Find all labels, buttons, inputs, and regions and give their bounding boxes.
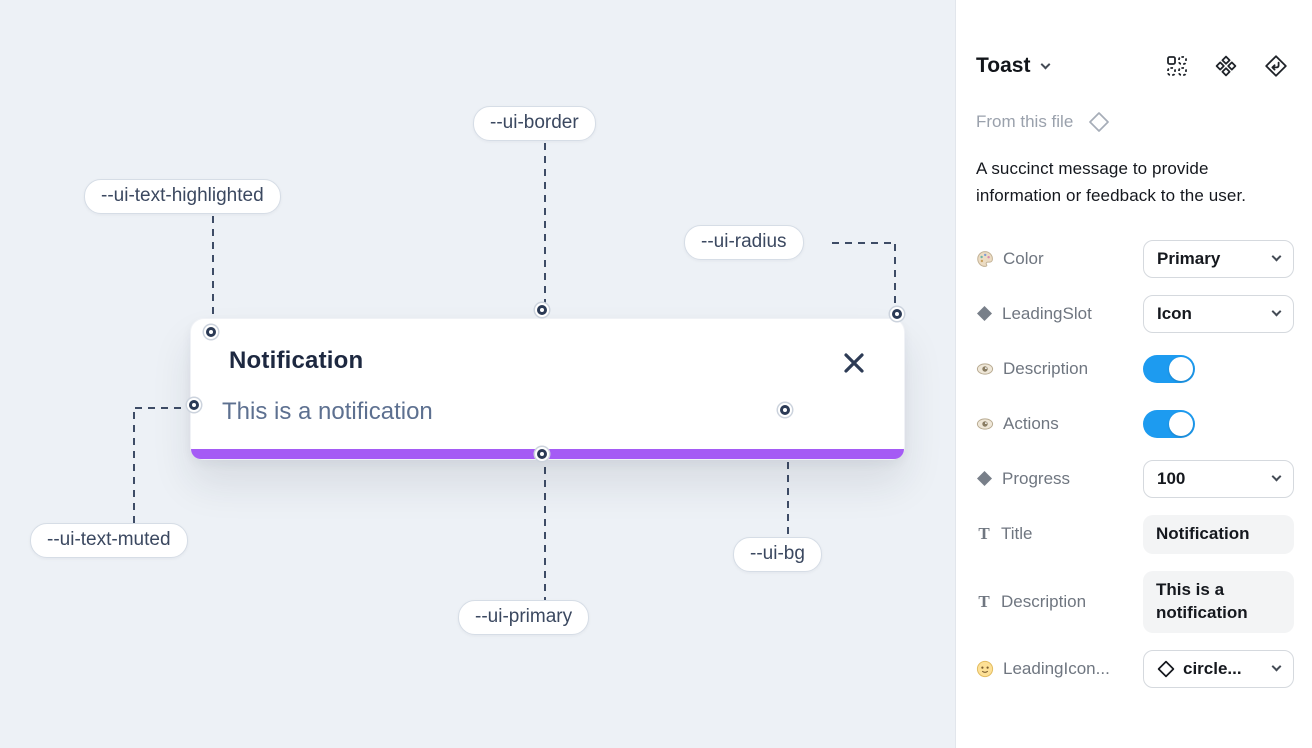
chevron-down-icon: [1271, 306, 1282, 317]
toast-description: This is a notification: [222, 398, 433, 425]
connector-ui-text-highlighted: [212, 216, 214, 326]
text-icon: T: [978, 524, 990, 544]
toggle-knob: [1169, 411, 1193, 436]
variable-label-ui-text-muted[interactable]: --ui-text-muted: [30, 523, 188, 558]
variants-icon[interactable]: [1166, 55, 1188, 77]
description-toggle[interactable]: [1143, 354, 1195, 383]
variable-label-ui-primary[interactable]: --ui-primary: [458, 600, 590, 635]
smiley-icon: [976, 660, 994, 677]
actions-toggle[interactable]: [1143, 409, 1195, 438]
prop-label-progress: Progress: [1002, 468, 1071, 488]
connector-ui-primary: [544, 467, 546, 600]
inspector-panel: Toast: [956, 0, 1312, 748]
diamond-icon: [977, 306, 992, 322]
color-select-value: Primary: [1157, 248, 1221, 268]
prop-row-description-text: T Description This is a notification: [976, 570, 1294, 633]
source-label: From this file: [976, 112, 1074, 131]
palette-icon: [977, 250, 993, 267]
connector-ui-radius-h: [832, 242, 896, 244]
prop-row-actions-toggle: Actions: [976, 405, 1294, 443]
chevron-down-icon: [1041, 59, 1051, 69]
component-title: Toast: [976, 54, 1031, 77]
instance-swap-icon[interactable]: [1264, 54, 1288, 78]
component-title-dropdown[interactable]: Toast: [976, 54, 1051, 78]
connector-ui-radius-v: [894, 244, 896, 308]
prop-label-leadingslot: LeadingSlot: [1002, 303, 1092, 323]
prop-row-leadingslot: LeadingSlot Icon: [976, 294, 1294, 333]
chevron-down-icon: [1271, 471, 1282, 482]
chevron-down-icon: [1271, 251, 1282, 262]
leadingslot-select-value: Icon: [1157, 303, 1192, 323]
prop-label-actions: Actions: [1003, 413, 1059, 433]
prop-row-progress: Progress 100: [976, 459, 1294, 498]
variable-label-ui-bg[interactable]: --ui-bg: [733, 537, 822, 572]
node-ui-border[interactable]: [537, 305, 547, 315]
diamond-outline-icon: [1089, 112, 1110, 132]
connector-ui-bg: [787, 423, 789, 537]
node-ui-radius[interactable]: [892, 309, 902, 319]
eye-icon: [976, 418, 994, 430]
connector-ui-text-muted-v: [133, 412, 135, 523]
canvas[interactable]: Notification This is a notification --ui…: [0, 0, 956, 748]
connector-ui-border: [544, 143, 546, 304]
progress-select[interactable]: 100: [1143, 459, 1294, 498]
prop-label-leadingicon: LeadingIcon...: [1003, 658, 1110, 678]
color-select[interactable]: Primary: [1143, 239, 1294, 278]
description-input[interactable]: This is a notification: [1143, 570, 1294, 633]
variable-label-ui-text-highlighted[interactable]: --ui-text-highlighted: [84, 179, 281, 214]
components-icon[interactable]: [1215, 55, 1237, 77]
variable-label-ui-border[interactable]: --ui-border: [473, 106, 596, 141]
prop-label-description-text: Description: [1001, 591, 1087, 611]
node-ui-text-muted[interactable]: [189, 400, 199, 410]
node-ui-primary[interactable]: [537, 449, 547, 459]
eye-icon: [976, 363, 994, 375]
leadingslot-select[interactable]: Icon: [1143, 294, 1294, 333]
toast-title: Notification: [229, 347, 364, 374]
toast-component[interactable]: Notification This is a notification: [190, 318, 905, 460]
component-description: A succinct message to provide informatio…: [976, 159, 1247, 205]
diamond-outline-icon: [1157, 660, 1175, 677]
close-icon[interactable]: [842, 351, 866, 375]
prop-label-description: Description: [1003, 358, 1089, 378]
chevron-down-icon: [1271, 661, 1282, 672]
prop-row-color: Color Primary: [976, 239, 1294, 278]
toast-progress-bar: [191, 449, 904, 459]
prop-row-description-toggle: Description: [976, 350, 1294, 388]
prop-label-title: Title: [1001, 524, 1033, 544]
leadingicon-select[interactable]: circle...: [1143, 649, 1294, 688]
node-ui-text-highlighted[interactable]: [206, 327, 216, 337]
leadingicon-select-value: circle...: [1183, 658, 1242, 678]
prop-label-color: Color: [1003, 248, 1044, 268]
variable-label-ui-radius[interactable]: --ui-radius: [684, 225, 804, 260]
text-icon: T: [978, 591, 990, 611]
connector-ui-text-muted-h: [135, 407, 187, 409]
title-input[interactable]: Notification: [1143, 514, 1294, 554]
toggle-knob: [1169, 356, 1193, 381]
prop-row-leadingicon: LeadingIcon... circle...: [976, 649, 1294, 688]
prop-row-title: T Title Notification: [976, 514, 1294, 554]
node-ui-bg[interactable]: [780, 405, 790, 415]
progress-select-value: 100: [1157, 468, 1186, 488]
diamond-icon: [977, 471, 992, 487]
